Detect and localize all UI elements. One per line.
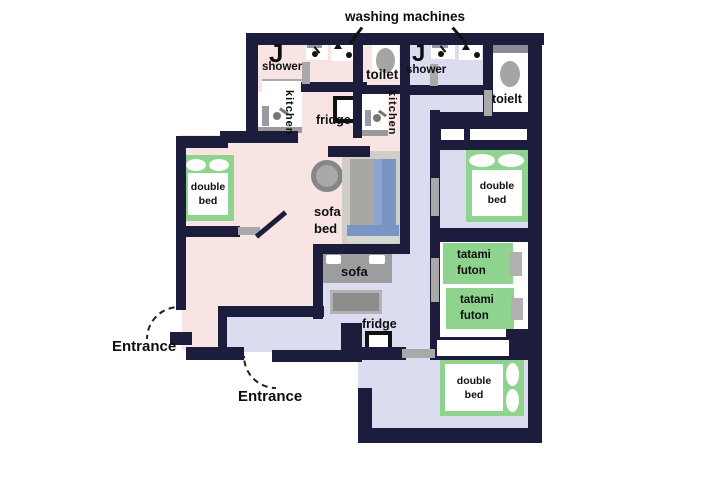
sofa-bed [342,151,404,245]
double-bed-bottom: double bed [440,359,524,416]
right-unit-floor-hallway [222,315,437,352]
futon-label: tatami [457,249,491,261]
futon-label: futon [457,265,486,277]
wall-segment [176,136,186,310]
toilet-left-label: toilet [366,67,399,82]
shower-tray-left [262,79,303,93]
round-table [311,160,343,192]
bed-label: bed [487,194,507,206]
counter-edge [362,130,388,136]
toilet-icon-left [372,42,399,78]
sofa-bed-label: sofa bed [314,204,341,236]
wall-segment [186,347,244,360]
futon-pillow [511,298,523,320]
closet [438,126,530,143]
wall-segment [483,38,493,118]
door [431,178,439,216]
door [402,349,435,358]
wall-segment [341,323,362,362]
futon-label: futon [460,310,489,322]
door [484,90,492,116]
wall-segment [176,136,228,148]
bed-label: double [190,181,226,193]
faucet-icon [365,110,371,126]
wall-segment [220,131,298,143]
closet-divider [464,126,470,143]
wall-segment [528,33,542,442]
wall-segment [301,82,367,92]
entrance-right-label: Entrance [238,388,303,405]
wall-segment [176,226,240,237]
shower-door-left [302,62,310,84]
tatami-futon-bottom: tatami futon [446,288,523,329]
wall-segment [353,38,363,88]
bed-label: double [479,180,515,192]
left-unit-floor-lower [222,248,325,317]
shower-right-label: shower [406,64,447,76]
kitchen-sink-right [362,92,388,136]
wall-segment [218,306,324,317]
toilet-icon-right [497,55,523,89]
kitchen-left-label: kitchen [283,90,295,136]
wall-segment [353,88,362,138]
kitchen-right-label: kitchen [386,90,398,136]
wall-segment [400,33,410,252]
wall-segment [246,33,258,143]
sofa [321,252,392,283]
faucet-knob-icon [273,112,281,120]
double-bed-left: double bed [182,155,234,221]
toilet-right-shelf [491,43,528,53]
shower-head-icon: J [269,38,284,68]
shower-head-icon: J [412,40,426,67]
door [238,227,260,235]
wall-segment [353,85,407,94]
shower-left-label: shower [262,61,303,73]
wall-segment [430,228,542,242]
wall-segment [328,146,370,157]
wall-segment [360,347,406,360]
toilet-right-label: toielt [492,92,522,106]
washing-machine-icon [331,40,354,61]
wall-segment [313,244,410,254]
wall-segment [218,306,227,358]
fridge-right-label: fridge [362,317,397,331]
closet [434,337,512,359]
wall-segment [430,141,542,150]
sofa-label: sofa [341,264,368,279]
left-unit-floor-hall [182,230,225,350]
wall-segment [272,350,348,362]
bed-label: double [456,374,492,387]
entrance-left-label: Entrance [112,338,177,355]
wall-segment [430,112,542,128]
door [431,258,439,302]
kitchen-sink-left [258,92,302,133]
wall-segment [246,33,544,45]
wall-segment [313,244,323,319]
shower-door-right [430,64,438,86]
counter-edge [258,127,302,133]
faucet-icon [262,106,269,126]
bed-label: bed [464,388,484,401]
entrance-right-door-arc [243,356,276,389]
washing-machine-icon [306,40,328,60]
faucet-knob-icon [373,114,381,122]
wall-segment [400,85,492,95]
washing-machines-label: washing machines [345,9,466,24]
futon-pillow [510,252,522,276]
double-bed-right: double bed [466,150,528,222]
tatami-futon-top: tatami futon [443,243,522,284]
entrance-left-door-arc [146,306,179,339]
fridge-left-label: fridge [316,113,351,127]
wall-segment [358,428,542,443]
washing-machine-icon [459,41,482,60]
futon-label: tatami [460,294,494,306]
low-table [330,290,382,314]
bed-label: bed [198,195,218,207]
